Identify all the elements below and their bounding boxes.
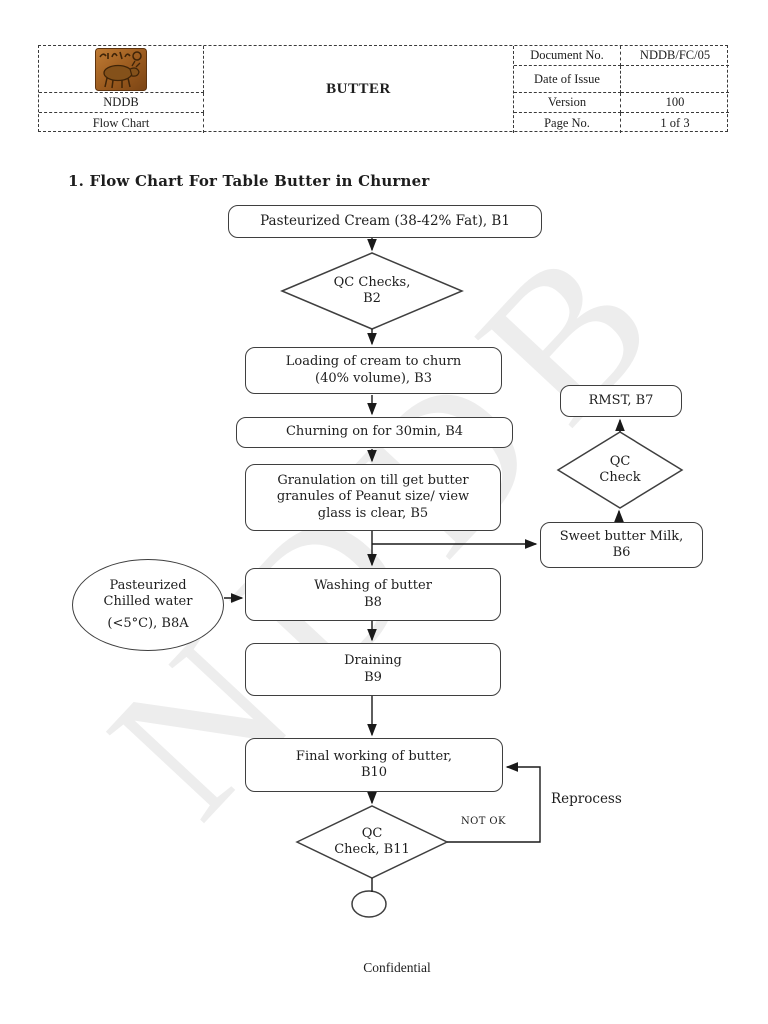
field-value-document-no: NDDB/FC/05 [621, 46, 729, 66]
section-title: 1. Flow Chart For Table Butter in Churne… [68, 172, 430, 190]
field-label-page-no: Page No. [514, 113, 621, 133]
node-b7: RMST, B7 [560, 385, 682, 417]
node-b2-text: QC Checks, B2 [333, 274, 411, 306]
field-value-date-of-issue [621, 66, 729, 93]
logo-cell [39, 46, 204, 93]
confidential-footer: Confidential [363, 960, 431, 975]
qc-check-b7-diamond [556, 431, 684, 509]
field-value-version: 100 [621, 93, 729, 113]
end-terminator [351, 890, 387, 918]
doc-type: Flow Chart [39, 113, 204, 133]
node-b11-text: QC Check, B11 [334, 825, 410, 857]
qc-checks-b2-diamond [280, 252, 464, 330]
field-value-page-no: 1 of 3 [660, 115, 690, 130]
not-ok-label: NOT OK [461, 816, 506, 827]
product-title: BUTTER [204, 46, 514, 133]
node-b6: Sweet butter Milk, B6 [540, 522, 703, 568]
node-b3: Loading of cream to churn (40% volume), … [245, 347, 502, 394]
node-b9: Draining B9 [245, 643, 501, 696]
node-b4: Churning on for 30min, B4 [236, 417, 513, 448]
node-qc7-text: QC Check [599, 453, 641, 485]
node-b8: Washing of butter B8 [245, 568, 501, 621]
field-label-version: Version [514, 93, 621, 113]
node-b5: Granulation on till get butter granules … [245, 464, 501, 531]
org-name: NDDB [39, 93, 204, 113]
field-label-date-of-issue: Date of Issue [514, 66, 621, 93]
reprocess-label: Reprocess [551, 791, 622, 807]
node-b1: Pasteurized Cream (38-42% Fat), B1 [228, 205, 542, 238]
node-b10: Final working of butter, B10 [245, 738, 503, 792]
field-label-document-no: Document No. [514, 46, 621, 66]
arrow-notok-reprocess [447, 762, 541, 843]
nddb-seal-logo [95, 47, 147, 91]
document-header-table: NDDB Flow Chart BUTTER Document No. NDDB… [38, 45, 729, 133]
node-b8a: Pasteurized Chilled water (<5°C), B8A [72, 559, 224, 651]
